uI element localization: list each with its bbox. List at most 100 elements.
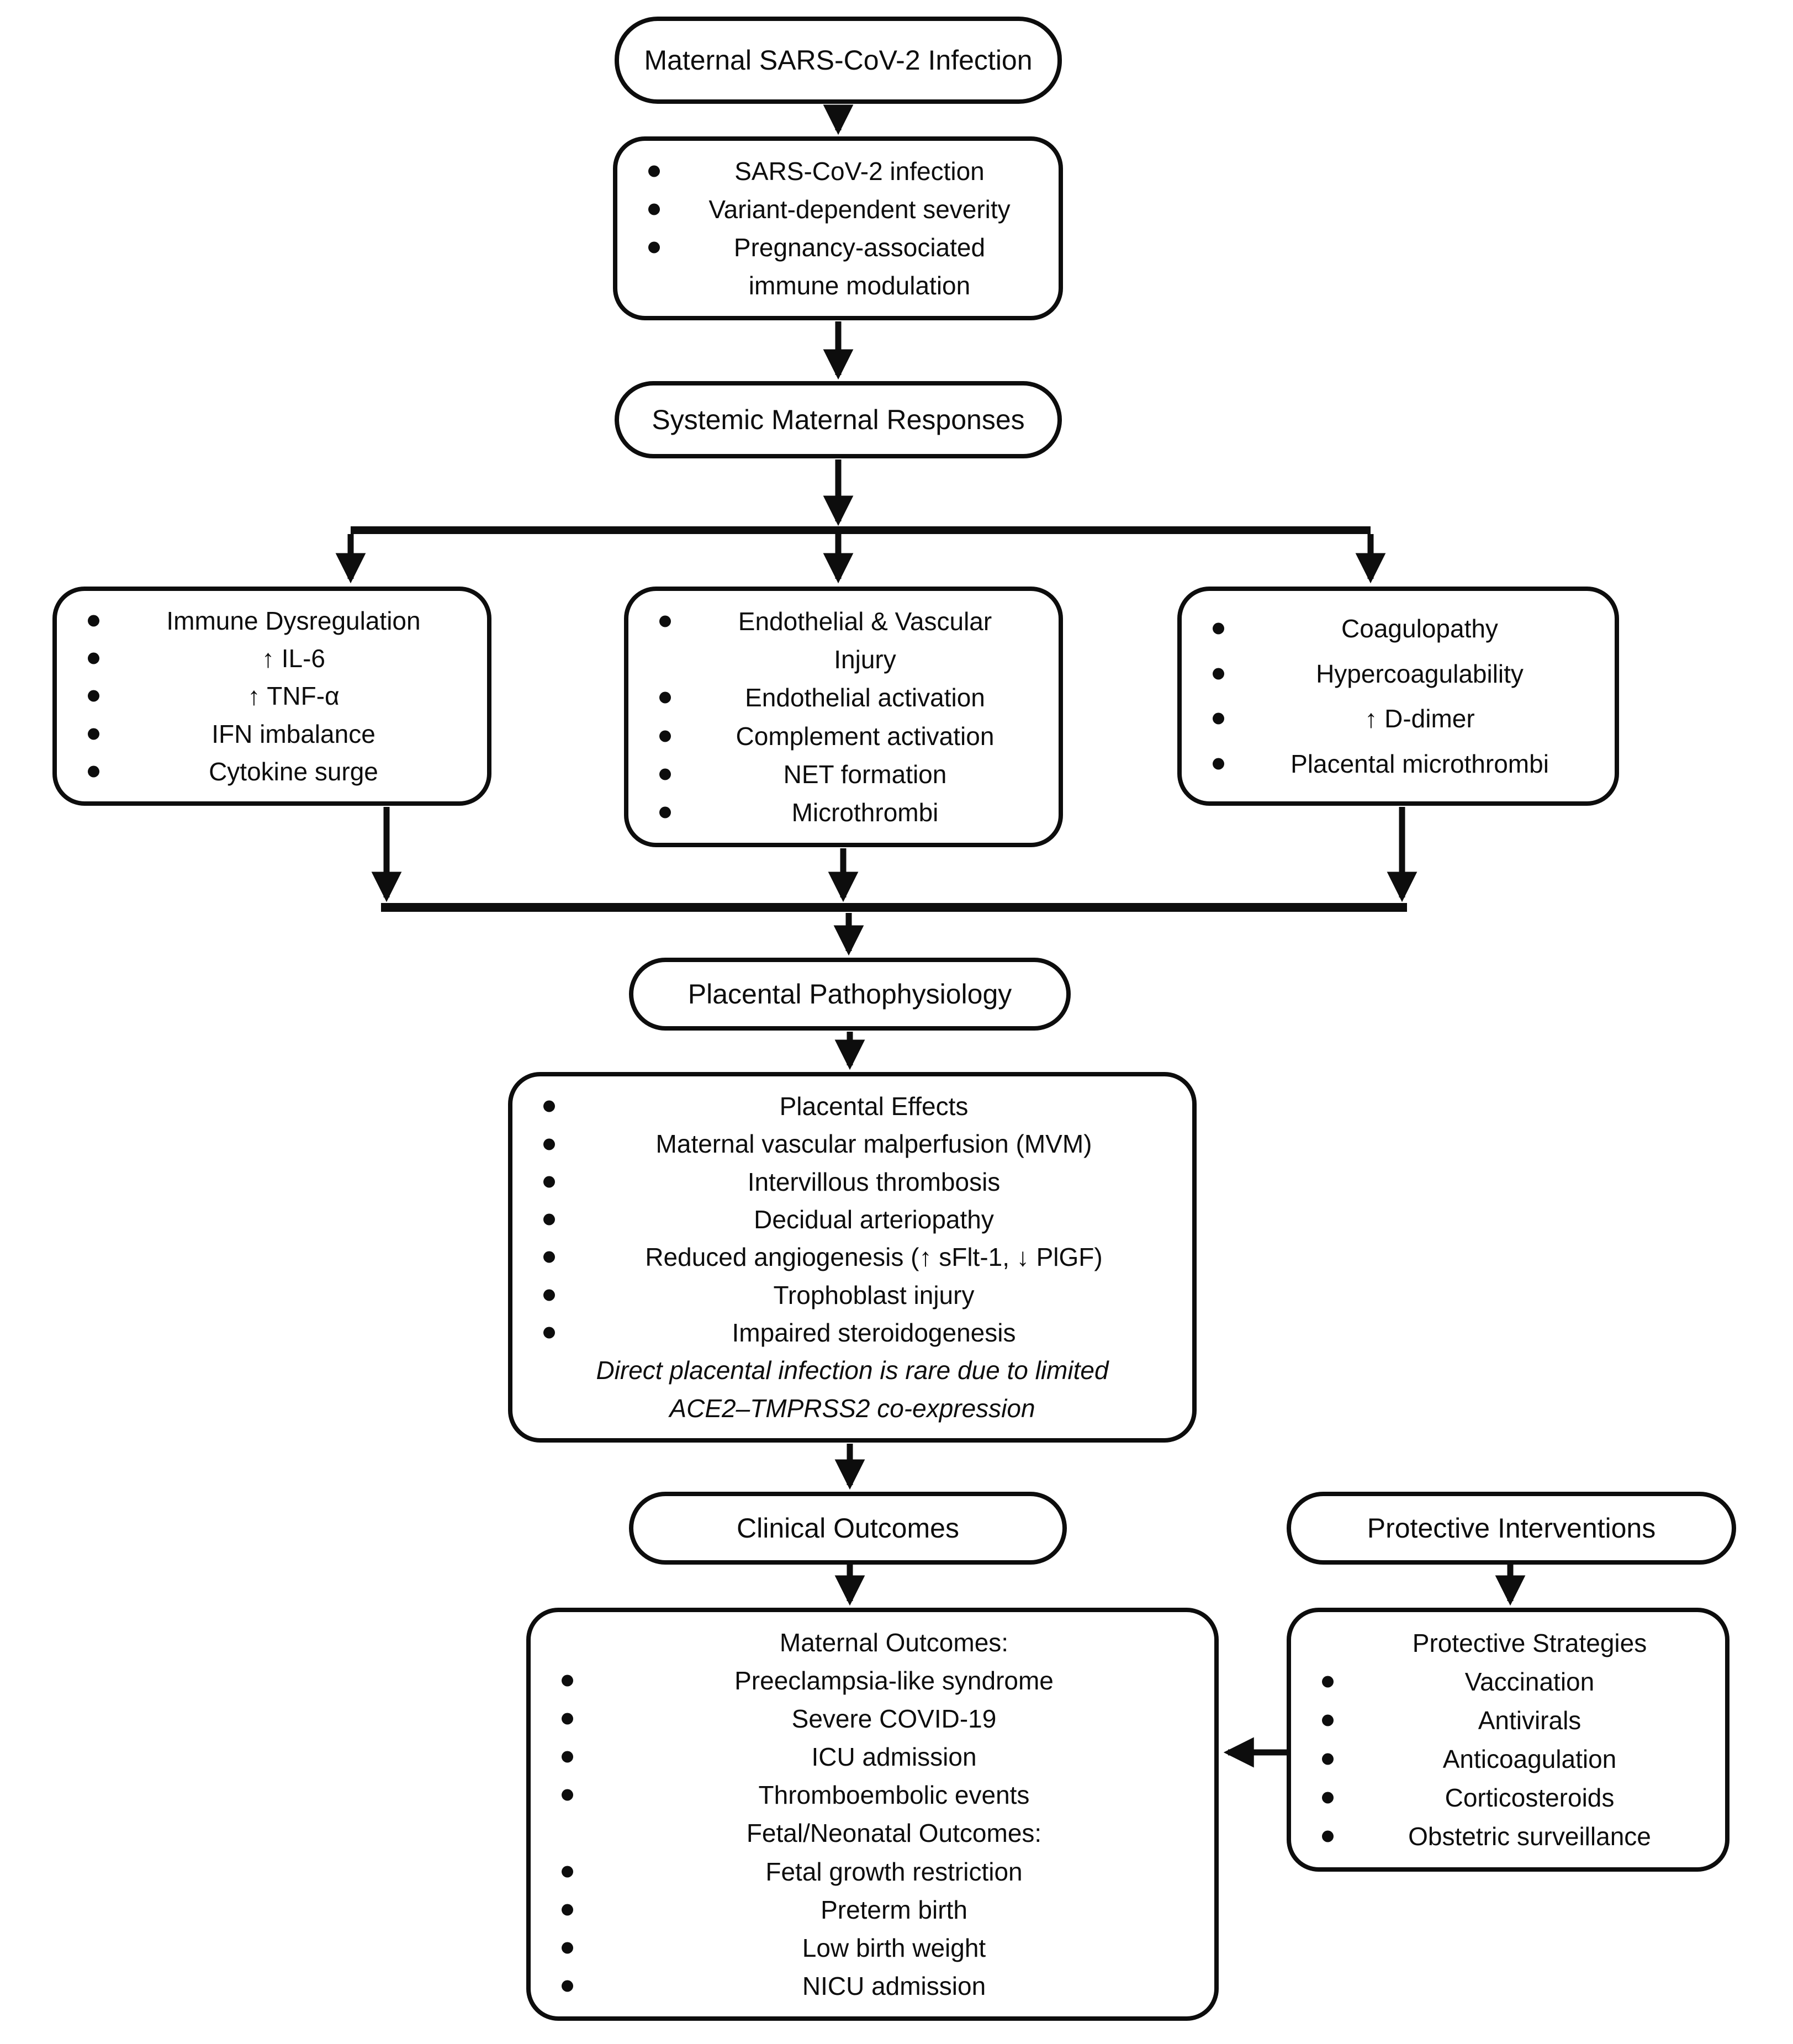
list-item: Corticosteroids [1291,1782,1725,1813]
list-item-text: Pregnancy-associated [733,233,986,262]
list-item: Preterm birth [531,1894,1214,1925]
list-item: Thromboembolic events [531,1779,1214,1810]
list-item-text: Antivirals [1478,1705,1582,1735]
bullet-icon [659,806,671,818]
list-item: Hypercoagulability [1182,658,1615,689]
node-placental-pathophysiology-label: Placental Pathophysiology [687,979,1012,1010]
list-item-text: ↑ IL-6 [261,644,326,673]
list-item: ↑ IL-6 [57,643,487,674]
bullet-icon [543,1289,555,1301]
list-item: Placental microthrombi [1182,748,1615,779]
list-item-text: ↑ TNF-α [247,682,340,711]
list-item: Antivirals [1291,1705,1725,1736]
list-item: ↑ D-dimer [1182,703,1615,734]
list-item: Intervillous thrombosis [512,1166,1192,1197]
bullet-icon [562,1789,573,1801]
list-item-text: Vaccination [1464,1667,1595,1696]
list-item: Decidual arteriopathy [512,1204,1192,1235]
bullet-icon [562,1904,573,1916]
list-item: NICU admission [531,1971,1214,2001]
list-item-text: Microthrombi [791,797,939,827]
bullet-icon [562,1980,573,1992]
list-item: Complement activation [628,721,1059,752]
list-item: Variant-dependent severity [617,194,1059,225]
bullet-icon [562,1675,573,1687]
list-item-text: Variant-dependent severity [708,194,1011,224]
list-item: Maternal vascular malperfusion (MVM) [512,1128,1192,1159]
list-item-text: Direct placental infection is rare due t… [596,1356,1109,1385]
list-item-text: Placental Effects [779,1092,969,1121]
node-protective-interventions: Protective Interventions [1287,1492,1736,1565]
list-item: Endothelial activation [628,682,1059,713]
bullet-icon [648,241,660,253]
list-header: Maternal Outcomes: [531,1627,1214,1658]
bullet-icon [543,1176,555,1188]
list-item-text: immune modulation [748,271,971,300]
list-header: immune modulation [617,270,1059,301]
list-item-text: NET formation [783,759,947,789]
list-item-text: Maternal Outcomes: [779,1628,1009,1657]
bullet-icon [88,765,99,778]
bullet-icon [1322,1830,1334,1842]
list-item-text: ICU admission [811,1742,977,1772]
bullet-icon [88,615,99,627]
bullet-icon [88,652,99,664]
list-item-text: ACE2–TMPRSS2 co-expression [669,1393,1035,1423]
list-item-text: Thromboembolic events [758,1781,1030,1810]
list-item: Pregnancy-associated [617,232,1059,263]
list-item: Microthrombi [628,797,1059,828]
list-item: Impaired steroidogenesis [512,1317,1192,1348]
bullet-icon [659,730,671,742]
list-item: Preeclampsia-like syndrome [531,1665,1214,1696]
list-item-text: Preterm birth [821,1895,967,1924]
list-header: Injury [628,644,1059,675]
list-item-text: Trophoblast injury [773,1280,975,1309]
list-item-text: ↑ D-dimer [1364,704,1475,733]
list-item-text: Decidual arteriopathy [754,1205,994,1234]
list-item: Fetal growth restriction [531,1856,1214,1887]
list-item-text: Fetal growth restriction [765,1857,1023,1886]
bullet-icon [1322,1753,1334,1765]
list-item-text: Low birth weight [802,1933,986,1962]
list-item: NET formation [628,759,1059,790]
node-systemic-responses-label: Systemic Maternal Responses [652,404,1025,435]
bullet-icon [88,690,99,702]
list-item: Severe COVID-19 [531,1703,1214,1734]
list-item: IFN imbalance [57,719,487,749]
list-item: ↑ TNF-α [57,680,487,711]
list-item-text: Hypercoagulability [1316,659,1524,688]
list-item-text: Severe COVID-19 [791,1704,997,1734]
list-item-text: Protective Strategies [1412,1628,1647,1657]
list-item-text: Injury [834,645,896,674]
list-item-text: Impaired steroidogenesis [732,1318,1016,1347]
node-maternal-infection: Maternal SARS-CoV-2 Infection [615,17,1062,104]
bullet-icon [562,1942,573,1954]
list-item-text: NICU admission [802,1971,986,2000]
list-item: SARS-CoV-2 infection [617,156,1059,187]
bullet-icon [1213,668,1224,680]
list-item: Endothelial & Vascular [628,606,1059,637]
bullet-icon [1213,712,1224,725]
list-item-text: Obstetric surveillance [1408,1821,1651,1851]
node-outcomes-detail: Maternal Outcomes: Preeclampsia-like synd… [526,1608,1219,2021]
node-clinical-outcomes-label: Clinical Outcomes [737,1513,959,1544]
list-item: Reduced angiogenesis (↑ sFlt-1, ↓ PlGF) [512,1242,1192,1272]
bullet-icon [562,1713,573,1725]
list-item: Obstetric surveillance [1291,1821,1725,1852]
bullet-icon [1322,1714,1334,1726]
node-placental-pathophysiology: Placental Pathophysiology [629,958,1071,1031]
bullet-icon [543,1251,555,1263]
list-item: Anticoagulation [1291,1744,1725,1774]
list-item: Coagulopathy [1182,613,1615,644]
bullet-icon [543,1327,555,1339]
list-item-text: Complement activation [736,721,995,751]
bullet-icon [543,1213,555,1226]
bullet-icon [562,1866,573,1878]
list-item: Immune Dysregulation [57,605,487,636]
bullet-icon [1213,758,1224,770]
